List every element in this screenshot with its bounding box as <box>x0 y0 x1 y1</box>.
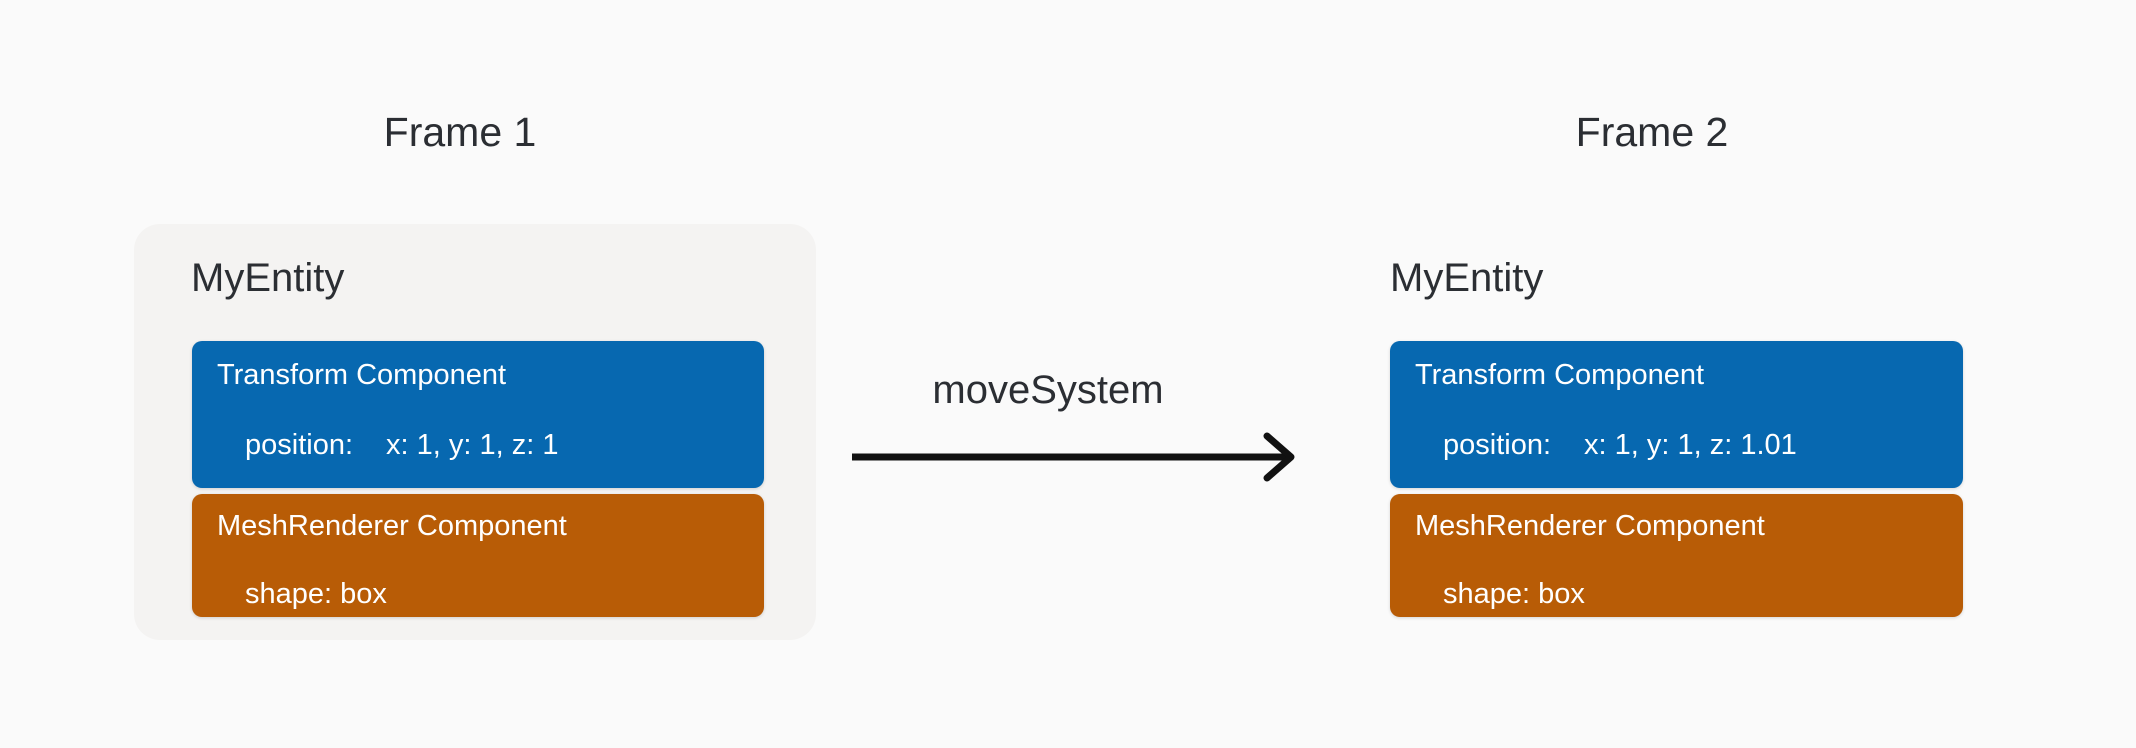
transform-component-property: position: x: 1, y: 1, z: 1.01 <box>1443 429 1797 462</box>
frame2-title-label: Frame 2 <box>1575 109 1729 155</box>
entity-name-frame1: MyEntity <box>191 256 345 300</box>
meshrenderer-component-property: shape: box <box>1443 578 1618 611</box>
shape-property-label: shape: box <box>1443 578 1585 610</box>
meshrenderer-component-box-frame2: MeshRenderer Component shape: box <box>1390 494 1963 617</box>
move-system-label: moveSystem <box>932 368 1164 412</box>
arrow-head-icon <box>1263 432 1295 482</box>
meshrenderer-component-title: MeshRenderer Component <box>217 510 567 542</box>
transform-component-property: position: x: 1, y: 1, z: 1 <box>245 429 559 462</box>
position-property-value: x: 1, y: 1, z: 1 <box>386 429 559 461</box>
transform-component-box-frame1: Transform Component position: x: 1, y: 1,… <box>192 341 764 488</box>
position-property-value: x: 1, y: 1, z: 1.01 <box>1584 429 1797 461</box>
transform-component-title: Transform Component <box>217 359 507 391</box>
position-property-label: position: <box>1443 429 1552 461</box>
transform-component-box-frame2: Transform Component position: x: 1, y: 1,… <box>1390 341 1963 488</box>
position-property-label: position: <box>245 429 354 461</box>
meshrenderer-component-box-frame1: MeshRenderer Component shape: box <box>192 494 764 617</box>
meshrenderer-component-property: shape: box <box>245 578 420 611</box>
meshrenderer-component-title: MeshRenderer Component <box>1415 510 1765 542</box>
shape-property-label: shape: box <box>245 578 387 610</box>
entity-name-frame2: MyEntity <box>1390 256 1544 300</box>
frame1-title-label: Frame 1 <box>383 109 537 155</box>
transform-component-title: Transform Component <box>1415 359 1705 391</box>
move-system-arrow <box>852 432 1295 482</box>
